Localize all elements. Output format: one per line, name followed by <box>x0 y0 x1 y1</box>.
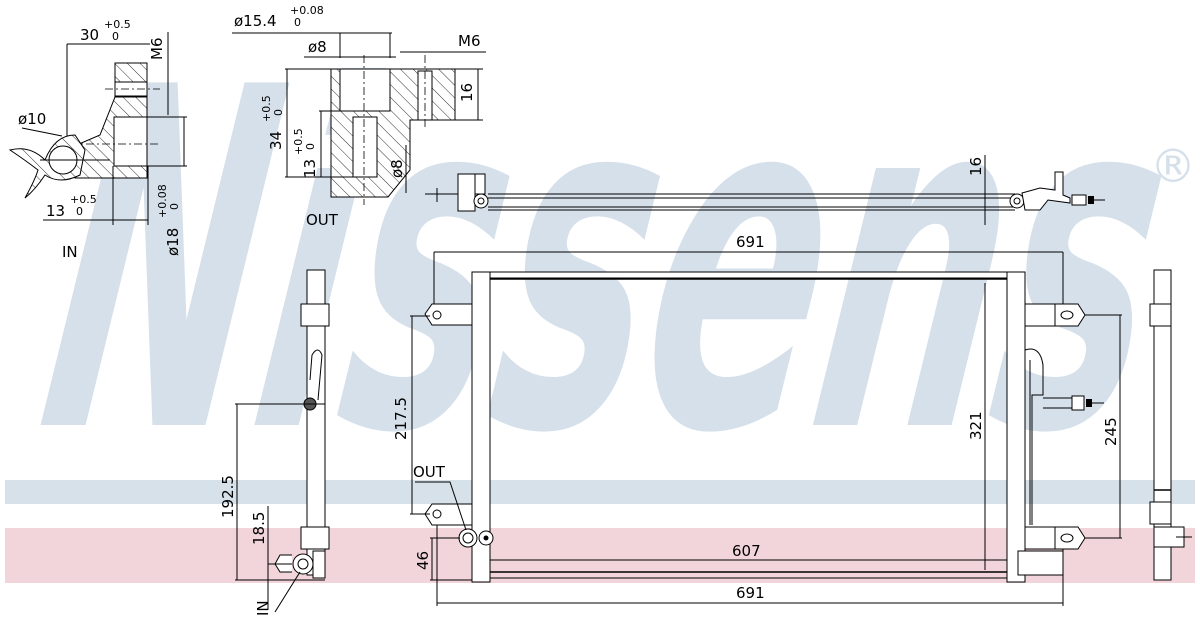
thread-out: M6 <box>458 32 481 50</box>
thread-in: M6 <box>148 38 166 61</box>
dim-mount-right: 245 <box>1102 417 1120 446</box>
dim-mount-left: 217.5 <box>392 397 410 440</box>
tol-upper: +0.08 <box>156 184 169 218</box>
dim-width-top: 691 <box>736 233 765 251</box>
band-red <box>5 528 1195 583</box>
tol-lower: 0 <box>304 143 317 150</box>
dim-outlet-height: 46 <box>414 551 432 570</box>
label-in: IN <box>62 243 78 261</box>
dim-out-depth: 13 <box>301 159 319 178</box>
dim-inlet-offset: 18.5 <box>250 512 268 545</box>
tol-upper: +0.5 <box>260 95 273 122</box>
tol-lower: 0 <box>76 205 83 218</box>
dim-in-depth: 13 <box>46 202 65 220</box>
side-view-right <box>1149 269 1192 581</box>
tol-lower: 0 <box>112 30 119 43</box>
dim-height: 321 <box>967 411 985 440</box>
watermark: Nissens ® <box>5 0 1196 583</box>
top-view: 16 <box>425 155 1105 225</box>
dia-out-pipe: ø8 <box>388 159 406 178</box>
tol-upper: +0.5 <box>292 128 305 155</box>
tol-upper: +0.08 <box>290 4 324 17</box>
tol-lower: 0 <box>168 203 181 210</box>
inlet-label: IN <box>254 600 272 616</box>
registered-mark-icon: ® <box>1150 139 1196 193</box>
dia-in-bore: ø18 <box>164 228 182 256</box>
dia-out-inner: ø8 <box>308 38 327 56</box>
tol-lower: 0 <box>294 16 301 29</box>
detail-out: ø15.4 +0.08 0 ø8 M6 16 34 +0.5 0 13 +0.5… <box>232 4 486 229</box>
dia-out-bore: ø15.4 <box>234 12 277 30</box>
dim-out-thread-len: 16 <box>458 83 476 102</box>
tol-lower: 0 <box>272 109 285 116</box>
band-blue <box>5 480 1195 504</box>
label-out: OUT <box>306 211 339 229</box>
outlet-label: OUT <box>413 463 446 481</box>
dim-in-width: 30 <box>80 26 99 44</box>
dia-in-pipe: ø10 <box>18 110 46 128</box>
tol-upper: +0.5 <box>70 193 97 206</box>
front-view: 691 321 607 691 217.5 <box>392 233 1122 606</box>
dim-inlet-height: 192.5 <box>219 475 237 518</box>
dim-out-height: 34 <box>267 131 285 150</box>
tol-upper: +0.5 <box>104 18 131 31</box>
watermark-brand: Nissens <box>20 0 1197 536</box>
detail-in: 30 +0.5 0 M6 ø10 13 +0.5 0 ø18 +0.08 0 I… <box>8 18 187 261</box>
dim-core-width: 607 <box>732 542 761 560</box>
side-view-left: 192.5 18.5 IN <box>219 269 330 616</box>
dim-width-bottom: 691 <box>736 584 765 602</box>
dim-thickness: 16 <box>967 157 985 176</box>
